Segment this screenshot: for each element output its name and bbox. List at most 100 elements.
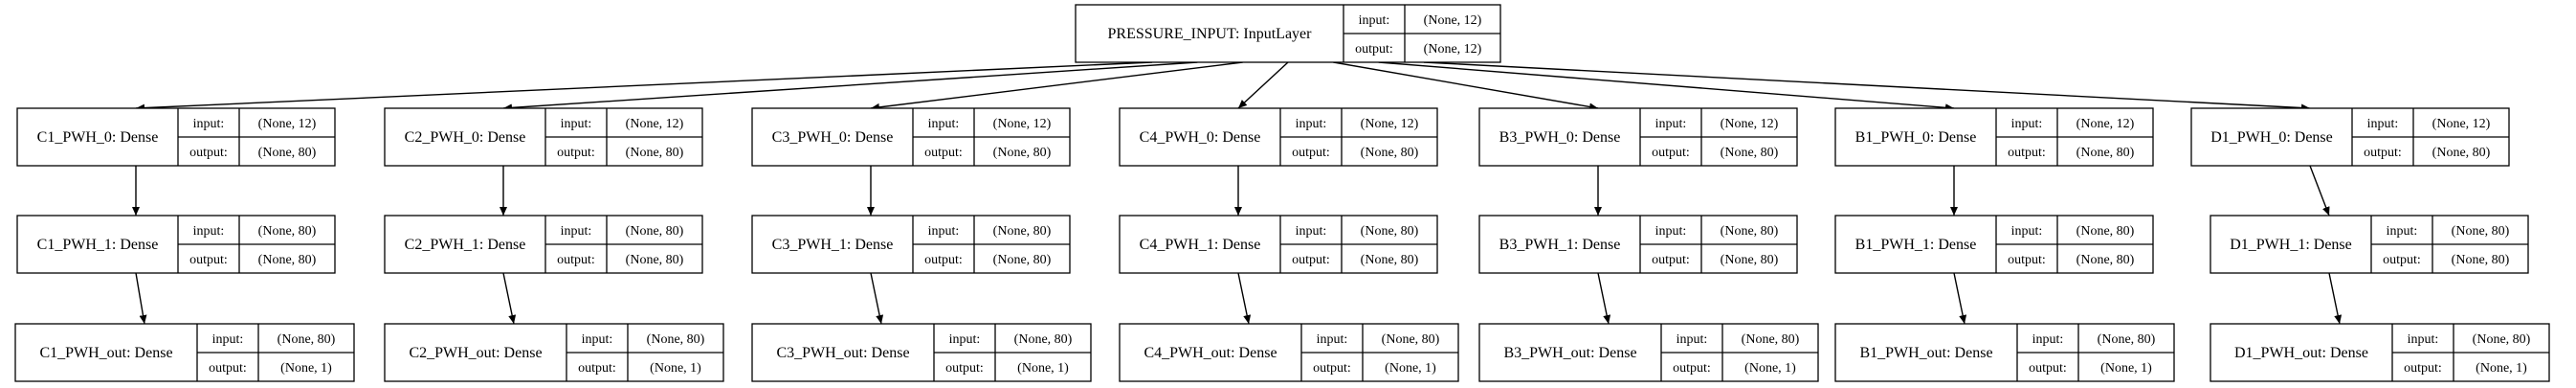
input-shape: (None, 12) [993,117,1052,131]
layer-name: C4_PWH_0: Dense [1140,129,1261,146]
layer-name: C2_PWH_out: Dense [409,345,542,361]
input-shape: (None, 80) [2076,224,2135,239]
output-shape: (None, 1) [280,361,332,376]
output-shape: (None, 80) [626,253,684,267]
output-label: output: [189,146,228,160]
input-label: input: [561,117,592,131]
edge-arrow [2328,272,2343,325]
output-shape: (None, 80) [258,253,317,267]
edge-arrow [2309,165,2330,217]
output-shape: (None, 80) [626,146,684,160]
input-shape: (None, 12) [1361,117,1419,131]
input-shape: (None, 80) [626,224,684,239]
edge-arrow [1333,61,1599,111]
output-label: output: [945,361,984,376]
edge-arrow [1423,61,2311,112]
input-label: input: [928,117,960,131]
node-pressure-input: PRESSURE_INPUT: InputLayer input: output: (… [1075,4,1501,63]
output-label: output: [924,146,963,160]
layer-name: C1_PWH_1: Dense [37,237,159,253]
edge-arrow [135,61,1153,112]
output-label: output: [1652,253,1690,267]
output-shape: (None, 80) [993,146,1052,160]
input-label: input: [193,224,225,239]
layer-name: C4_PWH_out: Dense [1144,345,1277,361]
input-shape: (None, 80) [2098,332,2156,347]
output-shape: (None, 1) [2100,361,2152,376]
edge-arrow [502,61,1198,112]
input-shape: (None, 12) [626,117,684,131]
output-shape: (None, 80) [1361,253,1419,267]
output-label: output: [2029,361,2067,376]
layer-name: C2_PWH_1: Dense [405,237,526,253]
input-shape: (None, 80) [1361,224,1419,239]
input-label: input: [2011,224,2043,239]
layer-name: C4_PWH_1: Dense [1140,237,1261,253]
output-label: output: [1292,146,1330,160]
input-shape: (None, 12) [1424,13,1482,28]
input-label: input: [1677,332,1708,347]
input-label: input: [928,224,960,239]
input-label: input: [1317,332,1348,347]
input-label: input: [561,224,592,239]
output-shape: (None, 80) [1721,146,1779,160]
output-label: output: [2008,253,2046,267]
output-shape: (None, 1) [2476,361,2527,376]
input-shape: (None, 80) [1014,332,1073,347]
input-shape: (None, 80) [647,332,705,347]
edge-arrow [502,272,517,325]
output-label: output: [2364,146,2402,160]
input-shape: (None, 12) [2432,117,2491,131]
layer-name: B1_PWH_1: Dense [1855,237,1977,253]
output-label: output: [557,253,595,267]
input-shape: (None, 12) [258,117,317,131]
output-label: output: [209,361,247,376]
input-label: input: [2011,117,2043,131]
input-label: input: [1655,224,1687,239]
layer-name: C3_PWH_1: Dense [772,237,894,253]
output-label: output: [2383,253,2421,267]
output-label: output: [1355,42,1393,57]
input-shape: (None, 80) [258,224,317,239]
output-shape: (None, 1) [1017,361,1069,376]
layer-name: B1_PWH_out: Dense [1859,345,1992,361]
output-shape: (None, 80) [2076,253,2135,267]
input-label: input: [193,117,225,131]
layer-name: PRESSURE_INPUT: InputLayer [1108,26,1313,42]
input-shape: (None, 80) [278,332,336,347]
edge-arrow [1237,61,1289,109]
output-label: output: [2404,361,2442,376]
output-label: output: [578,361,616,376]
edge-arrow [1237,272,1252,325]
edges-layer [132,61,2343,325]
layer-name: D1_PWH_0: Dense [2210,129,2333,146]
input-label: input: [1359,13,1390,28]
layer-name: B3_PWH_0: Dense [1499,129,1621,146]
edge-arrow [870,61,1243,111]
layer-name: C1_PWH_0: Dense [37,129,159,146]
input-label: input: [949,332,981,347]
layer-name: C1_PWH_out: Dense [39,345,172,361]
output-label: output: [1313,361,1351,376]
output-shape: (None, 1) [650,361,701,376]
edge-arrow [135,272,147,325]
output-shape: (None, 1) [1744,361,1796,376]
output-label: output: [924,253,963,267]
output-shape: (None, 80) [2452,253,2510,267]
layer-name: D1_PWH_out: Dense [2234,345,2368,361]
node-b1-pwh-1: B1_PWH_1: Dense input: output: (None, 80) (N… [1834,215,2154,274]
input-label: input: [1655,117,1687,131]
input-label: input: [212,332,244,347]
input-shape: (None, 12) [1721,117,1779,131]
